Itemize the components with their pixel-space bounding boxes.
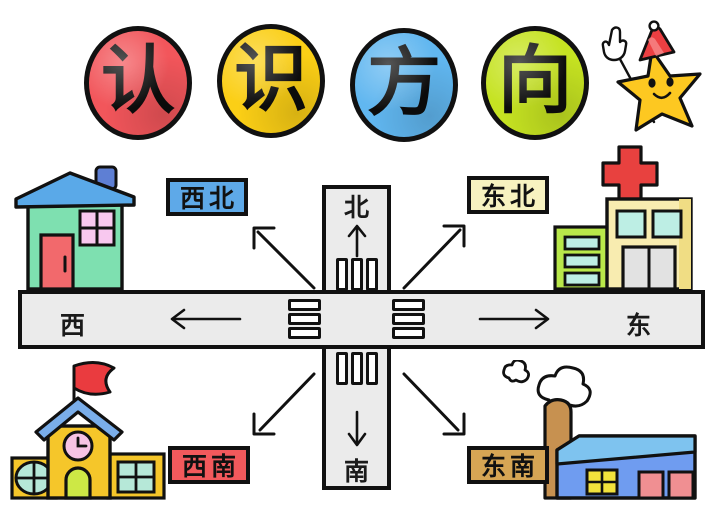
building-house bbox=[8, 163, 148, 298]
crosswalk-stripe bbox=[351, 258, 363, 291]
title-circle-ren: 认 bbox=[84, 26, 192, 140]
building-hospital bbox=[545, 143, 717, 298]
road-vertical-end-south bbox=[322, 486, 391, 490]
title-char-1: 认 bbox=[101, 38, 175, 124]
label-chip-southeast: 东南 bbox=[467, 446, 549, 484]
crosswalk-stripe bbox=[288, 299, 321, 311]
title-circle-shi: 识 bbox=[217, 24, 325, 138]
crosswalk-stripe bbox=[336, 352, 348, 385]
crosswalk-stripe bbox=[366, 258, 378, 291]
crosswalk-stripe bbox=[392, 299, 425, 311]
building-school bbox=[10, 358, 170, 505]
building-factory bbox=[487, 358, 697, 505]
arrow-northeast-icon bbox=[398, 218, 470, 299]
arrow-northwest-icon bbox=[248, 222, 320, 299]
smoke-cloud-icon bbox=[502, 358, 592, 408]
arrow-east-icon bbox=[478, 304, 552, 337]
arrow-west-icon bbox=[168, 304, 242, 337]
label-east: 东 bbox=[626, 311, 652, 340]
crosswalk-stripe bbox=[288, 327, 321, 339]
poster-title: 认 识 方 向 bbox=[84, 24, 604, 144]
label-chip-northeast: 东北 bbox=[467, 176, 549, 214]
star-body bbox=[616, 48, 702, 132]
crosswalk-stripe bbox=[288, 313, 321, 325]
crosswalk-stripe bbox=[351, 352, 363, 385]
label-west: 西 bbox=[60, 311, 86, 340]
road-horizontal-end-east bbox=[701, 290, 705, 349]
arrow-north-icon bbox=[344, 222, 370, 263]
crosswalk-stripe bbox=[366, 352, 378, 385]
title-char-2: 识 bbox=[234, 36, 308, 122]
arrow-southeast-icon bbox=[398, 368, 470, 449]
crosswalk-stripe bbox=[392, 327, 425, 339]
label-south: 南 bbox=[344, 457, 370, 486]
label-chip-northwest: 西北 bbox=[166, 178, 248, 216]
title-char-4: 向 bbox=[498, 38, 572, 124]
road-junction bbox=[326, 294, 387, 345]
crosswalk-stripe bbox=[392, 313, 425, 325]
crosswalk-stripe bbox=[336, 258, 348, 291]
pointing-hand-icon bbox=[601, 26, 628, 62]
star-mascot bbox=[592, 18, 718, 138]
road-vertical-end-north bbox=[322, 185, 391, 189]
arrow-south-icon bbox=[344, 410, 370, 453]
santa-hat-icon bbox=[638, 20, 676, 62]
title-circle-xiang: 向 bbox=[481, 26, 589, 140]
title-circle-fang: 方 bbox=[350, 28, 458, 142]
label-chip-southwest: 西南 bbox=[168, 446, 250, 484]
arrow-southwest-icon bbox=[248, 368, 320, 449]
title-char-3: 方 bbox=[367, 40, 441, 126]
road-horizontal-end-west bbox=[18, 290, 22, 349]
label-north: 北 bbox=[344, 193, 370, 222]
